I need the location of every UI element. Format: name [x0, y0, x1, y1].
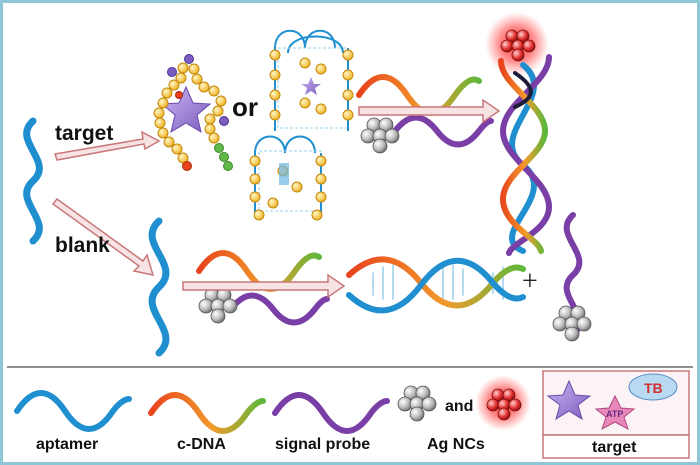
legend-ag-ncs-cluster [397, 385, 437, 422]
legend-and-label: and [445, 398, 473, 415]
legend-tb-label: TB [644, 380, 663, 396]
arrow-to-hybrid [182, 273, 346, 299]
target-arrow [54, 130, 161, 161]
target-arrow-label: target [55, 122, 113, 145]
legend-atp-star-icon [594, 394, 636, 431]
legend-aptamer-strand [14, 390, 132, 432]
g-quadruplex-structure-top [269, 29, 354, 131]
legend-cdna-label: c-DNA [177, 436, 226, 453]
blank-arrow [51, 197, 155, 276]
signal-probe-strand-top [392, 114, 494, 148]
ag-ncs-cluster-top [360, 117, 400, 154]
blank-arrow-label: blank [55, 234, 110, 257]
legend-signal-probe-strand [272, 392, 390, 434]
legend-ag-ncs-label: Ag NCs [427, 436, 485, 453]
aptamer-strand-middle [148, 217, 170, 357]
legend-atp-label: ATP [606, 409, 623, 419]
legend-signal-probe-label: signal probe [275, 436, 370, 453]
or-label: or [232, 92, 258, 122]
arrow-to-duplex [358, 98, 501, 124]
aptamer-cdna-duplex [346, 256, 526, 314]
scheme-diagram: target blank or [7, 12, 693, 459]
legend-aptamer-label: aptamer [36, 436, 98, 453]
legend-target-label: target [592, 439, 637, 456]
double-helix-duplex [498, 54, 553, 256]
legend-tb-cloud-icon [628, 373, 678, 401]
legend-cdna-strand [148, 392, 266, 434]
aptamer-strand-left [23, 117, 43, 245]
signal-probe-strand-middle [228, 292, 330, 326]
legend-star-icon [546, 379, 592, 421]
legend-target-box: TB ATP [542, 370, 690, 459]
ag-ncs-cluster-middle [198, 287, 238, 324]
aptamer-target-complex [153, 54, 233, 171]
red-ag-ncs-cluster-top [500, 29, 536, 62]
plus-sign: + [522, 266, 538, 297]
ag-ncs-cluster-released [552, 305, 592, 342]
legend-red-ag-ncs-cluster [486, 388, 522, 421]
g-quadruplex-structure-bottom [249, 135, 327, 221]
